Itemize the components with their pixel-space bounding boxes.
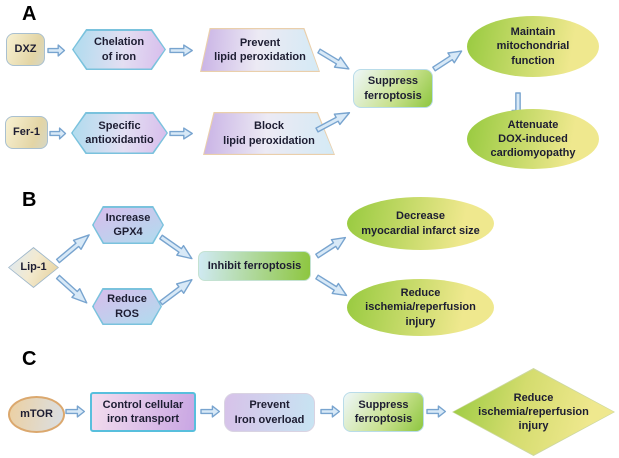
node-reduce-ir-injury-c-label: Reduce ischemia/reperfusion injury — [478, 391, 589, 433]
node-block-lipid-peroxidation: Block lipid peroxidation — [203, 112, 335, 155]
node-prevent-overload-label: Prevent Iron overload — [234, 399, 305, 426]
node-suppress-ferroptosis-a: Suppress ferroptosis — [353, 69, 433, 108]
hexagon-fill — [73, 30, 165, 69]
node-attenuate-label: Attenuate DOX-induced cardiomyopathy — [490, 118, 576, 160]
node-lip1-label: Lip-1 — [20, 261, 47, 274]
hexagon-fill — [72, 113, 167, 153]
arrow-right-icon — [170, 44, 193, 57]
node-reduce-ir-injury-b-label: Reduce ischemia/reperfusion injury — [365, 287, 476, 328]
node-attenuate-cardiomyopathy: Attenuate DOX-induced cardiomyopathy — [467, 109, 599, 169]
node-prevent-lipid-label: Prevent lipid peroxidation — [214, 36, 306, 63]
arrow-diagonal-up-icon — [430, 45, 466, 75]
node-block-lipid-label: Block lipid peroxidation — [223, 120, 315, 147]
arrow-right-icon — [50, 127, 66, 140]
arrow-right-icon — [201, 405, 220, 418]
hexagon-fill — [93, 289, 161, 324]
node-fer1: Fer-1 — [5, 116, 48, 149]
node-dxz-label: DXZ — [14, 43, 37, 56]
node-specific-antioxidant: Specific antioxidantio — [71, 112, 168, 154]
node-mtor: mTOR — [8, 396, 65, 433]
node-fer1-label: Fer-1 — [13, 126, 40, 139]
trapezoid-fill — [204, 113, 334, 154]
node-decrease-infarct-label: Decrease myocardial infarct size — [361, 210, 480, 237]
node-chelation-of-iron: Chelation of iron — [72, 29, 166, 70]
arrow-right-icon — [48, 44, 65, 57]
node-suppress-ferroptosis-c: Suppress ferroptosis — [343, 392, 424, 432]
node-chelation-label: Chelation of iron — [93, 36, 145, 63]
node-suppress-ferroptosis-a-label: Suppress ferroptosis — [364, 75, 422, 102]
node-lip1: Lip-1 — [8, 247, 59, 288]
panel-c-label: C — [22, 348, 37, 370]
node-increase-gpx4: Increase GPX4 — [92, 206, 164, 244]
arrow-diagonal-down-icon — [315, 45, 353, 76]
node-mtor-label: mTOR — [20, 408, 53, 421]
node-increase-gpx4-label: Increase GPX4 — [105, 211, 151, 238]
node-reduce-ros: Reduce ROS — [92, 288, 162, 325]
node-control-iron-label: Control cellular iron transport — [102, 398, 184, 425]
node-suppress-ferroptosis-c-label: Suppress ferroptosis — [354, 398, 413, 425]
arrow-diagonal-down-icon — [313, 271, 351, 302]
arrow-diagonal-down-icon — [53, 272, 92, 309]
node-reduce-ir-injury-c: Reduce ischemia/reperfusion injury — [452, 368, 615, 456]
panel-a-label: A — [22, 3, 37, 25]
hexagon-fill — [93, 207, 163, 243]
arrow-diagonal-down-icon — [157, 231, 197, 265]
arrow-diagonal-up-icon — [54, 229, 95, 267]
arrow-diagonal-up-icon — [157, 273, 197, 308]
node-inhibit-ferroptosis-label: Inhibit ferroptosis — [207, 259, 302, 272]
arrow-right-icon — [66, 405, 85, 418]
arrow-diagonal-up-icon — [314, 106, 354, 136]
node-prevent-lipid-peroxidation: Prevent lipid peroxidation — [200, 28, 320, 72]
node-control-iron-transport: Control cellular iron transport — [90, 392, 196, 432]
node-maintain-mitochondrial-function: Maintain mitochondrial function — [467, 16, 599, 77]
node-reduce-ir-injury-b: Reduce ischemia/reperfusion injury — [347, 279, 494, 336]
arrow-right-icon — [427, 405, 446, 418]
panel-b-label: B — [22, 189, 37, 211]
node-prevent-iron-overload: Prevent Iron overload — [224, 393, 315, 432]
arrow-right-icon — [321, 405, 340, 418]
node-inhibit-ferroptosis: Inhibit ferroptosis — [198, 251, 311, 281]
node-reduce-ros-label: Reduce ROS — [107, 293, 147, 320]
node-specific-antioxidant-label: Specific antioxidantio — [85, 119, 154, 146]
node-decrease-infarct-size: Decrease myocardial infarct size — [347, 197, 494, 250]
arrow-diagonal-up-icon — [313, 231, 350, 262]
node-maintain-mito-label: Maintain mitochondrial function — [496, 26, 570, 67]
trapezoid-fill — [201, 29, 319, 71]
arrow-right-icon — [170, 127, 193, 140]
node-dxz: DXZ — [6, 33, 45, 66]
